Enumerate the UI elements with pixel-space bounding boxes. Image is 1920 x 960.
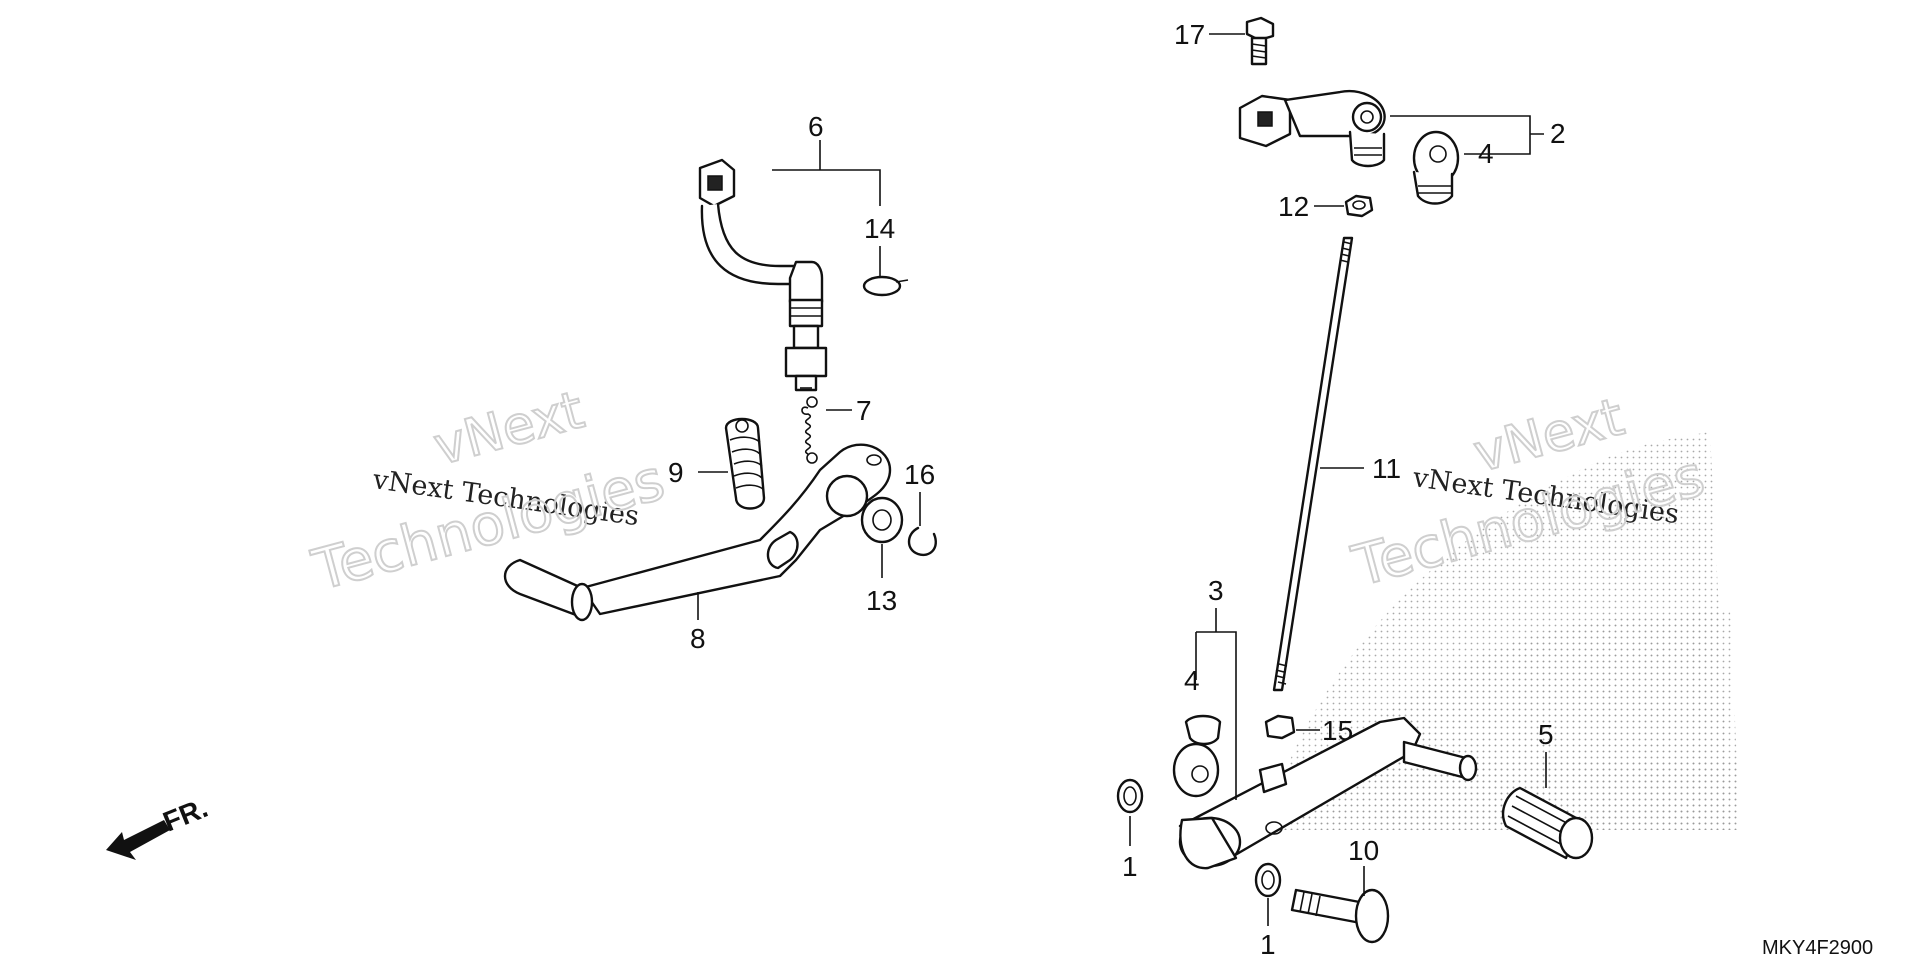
callout-7: 7 (856, 395, 872, 426)
callout-4-upper: 4 (1478, 138, 1494, 169)
leader-3 (1195, 608, 1237, 800)
shift-pedal-3 (1178, 716, 1478, 870)
callout-2: 2 (1550, 118, 1566, 149)
ball-joint-4-lower (1172, 714, 1222, 798)
shift-arm (1238, 89, 1386, 168)
callout-11: 11 (1372, 453, 1401, 484)
clip-14 (862, 275, 909, 297)
spring-9 (724, 417, 766, 510)
o-ring-1-right (1254, 862, 1282, 898)
circlip-16 (907, 526, 937, 557)
watermark-left: vNext vNext Technologies Technologies (305, 379, 672, 605)
gearshift-pedal-8 (503, 443, 892, 622)
callout-6: 6 (808, 111, 824, 142)
callout-1-left: 1 (1122, 851, 1138, 882)
shift-rod-11 (1272, 236, 1354, 692)
bolt-17 (1245, 16, 1275, 66)
callout-17: 17 (1174, 19, 1205, 50)
shift-rubber-5 (1501, 786, 1594, 860)
leader-6 (772, 140, 881, 206)
diagram-code: MKY4F2900 (1762, 937, 1873, 959)
callout-9: 9 (668, 457, 684, 488)
front-direction-arrow-icon: FR. (106, 792, 212, 860)
callout-13: 13 (866, 585, 897, 616)
pivot-bolt-10 (1290, 888, 1390, 944)
gear-position-sensor-6 (698, 158, 828, 392)
callout-4-lower: 4 (1184, 665, 1200, 696)
spring-7 (801, 396, 818, 464)
callout-12: 12 (1278, 191, 1309, 222)
callout-16: 16 (904, 459, 935, 490)
washer-13 (860, 496, 904, 544)
leader-2 (1390, 115, 1544, 155)
callout-15: 15 (1322, 715, 1353, 746)
nut-15 (1264, 714, 1296, 740)
callout-8-text: 8 (690, 623, 706, 654)
callout-5: 5 (1538, 719, 1554, 750)
o-ring-1-left (1116, 778, 1144, 814)
callout-3: 3 (1208, 575, 1224, 606)
callout-10: 10 (1348, 835, 1379, 866)
callout-1-right: 1 (1260, 929, 1276, 960)
watermark-left-line1: vNext (428, 380, 590, 477)
callout-14: 14 (864, 213, 895, 244)
nut-12 (1344, 194, 1374, 218)
ball-joint-4-upper (1412, 130, 1460, 205)
front-direction-label: FR. (159, 792, 212, 838)
